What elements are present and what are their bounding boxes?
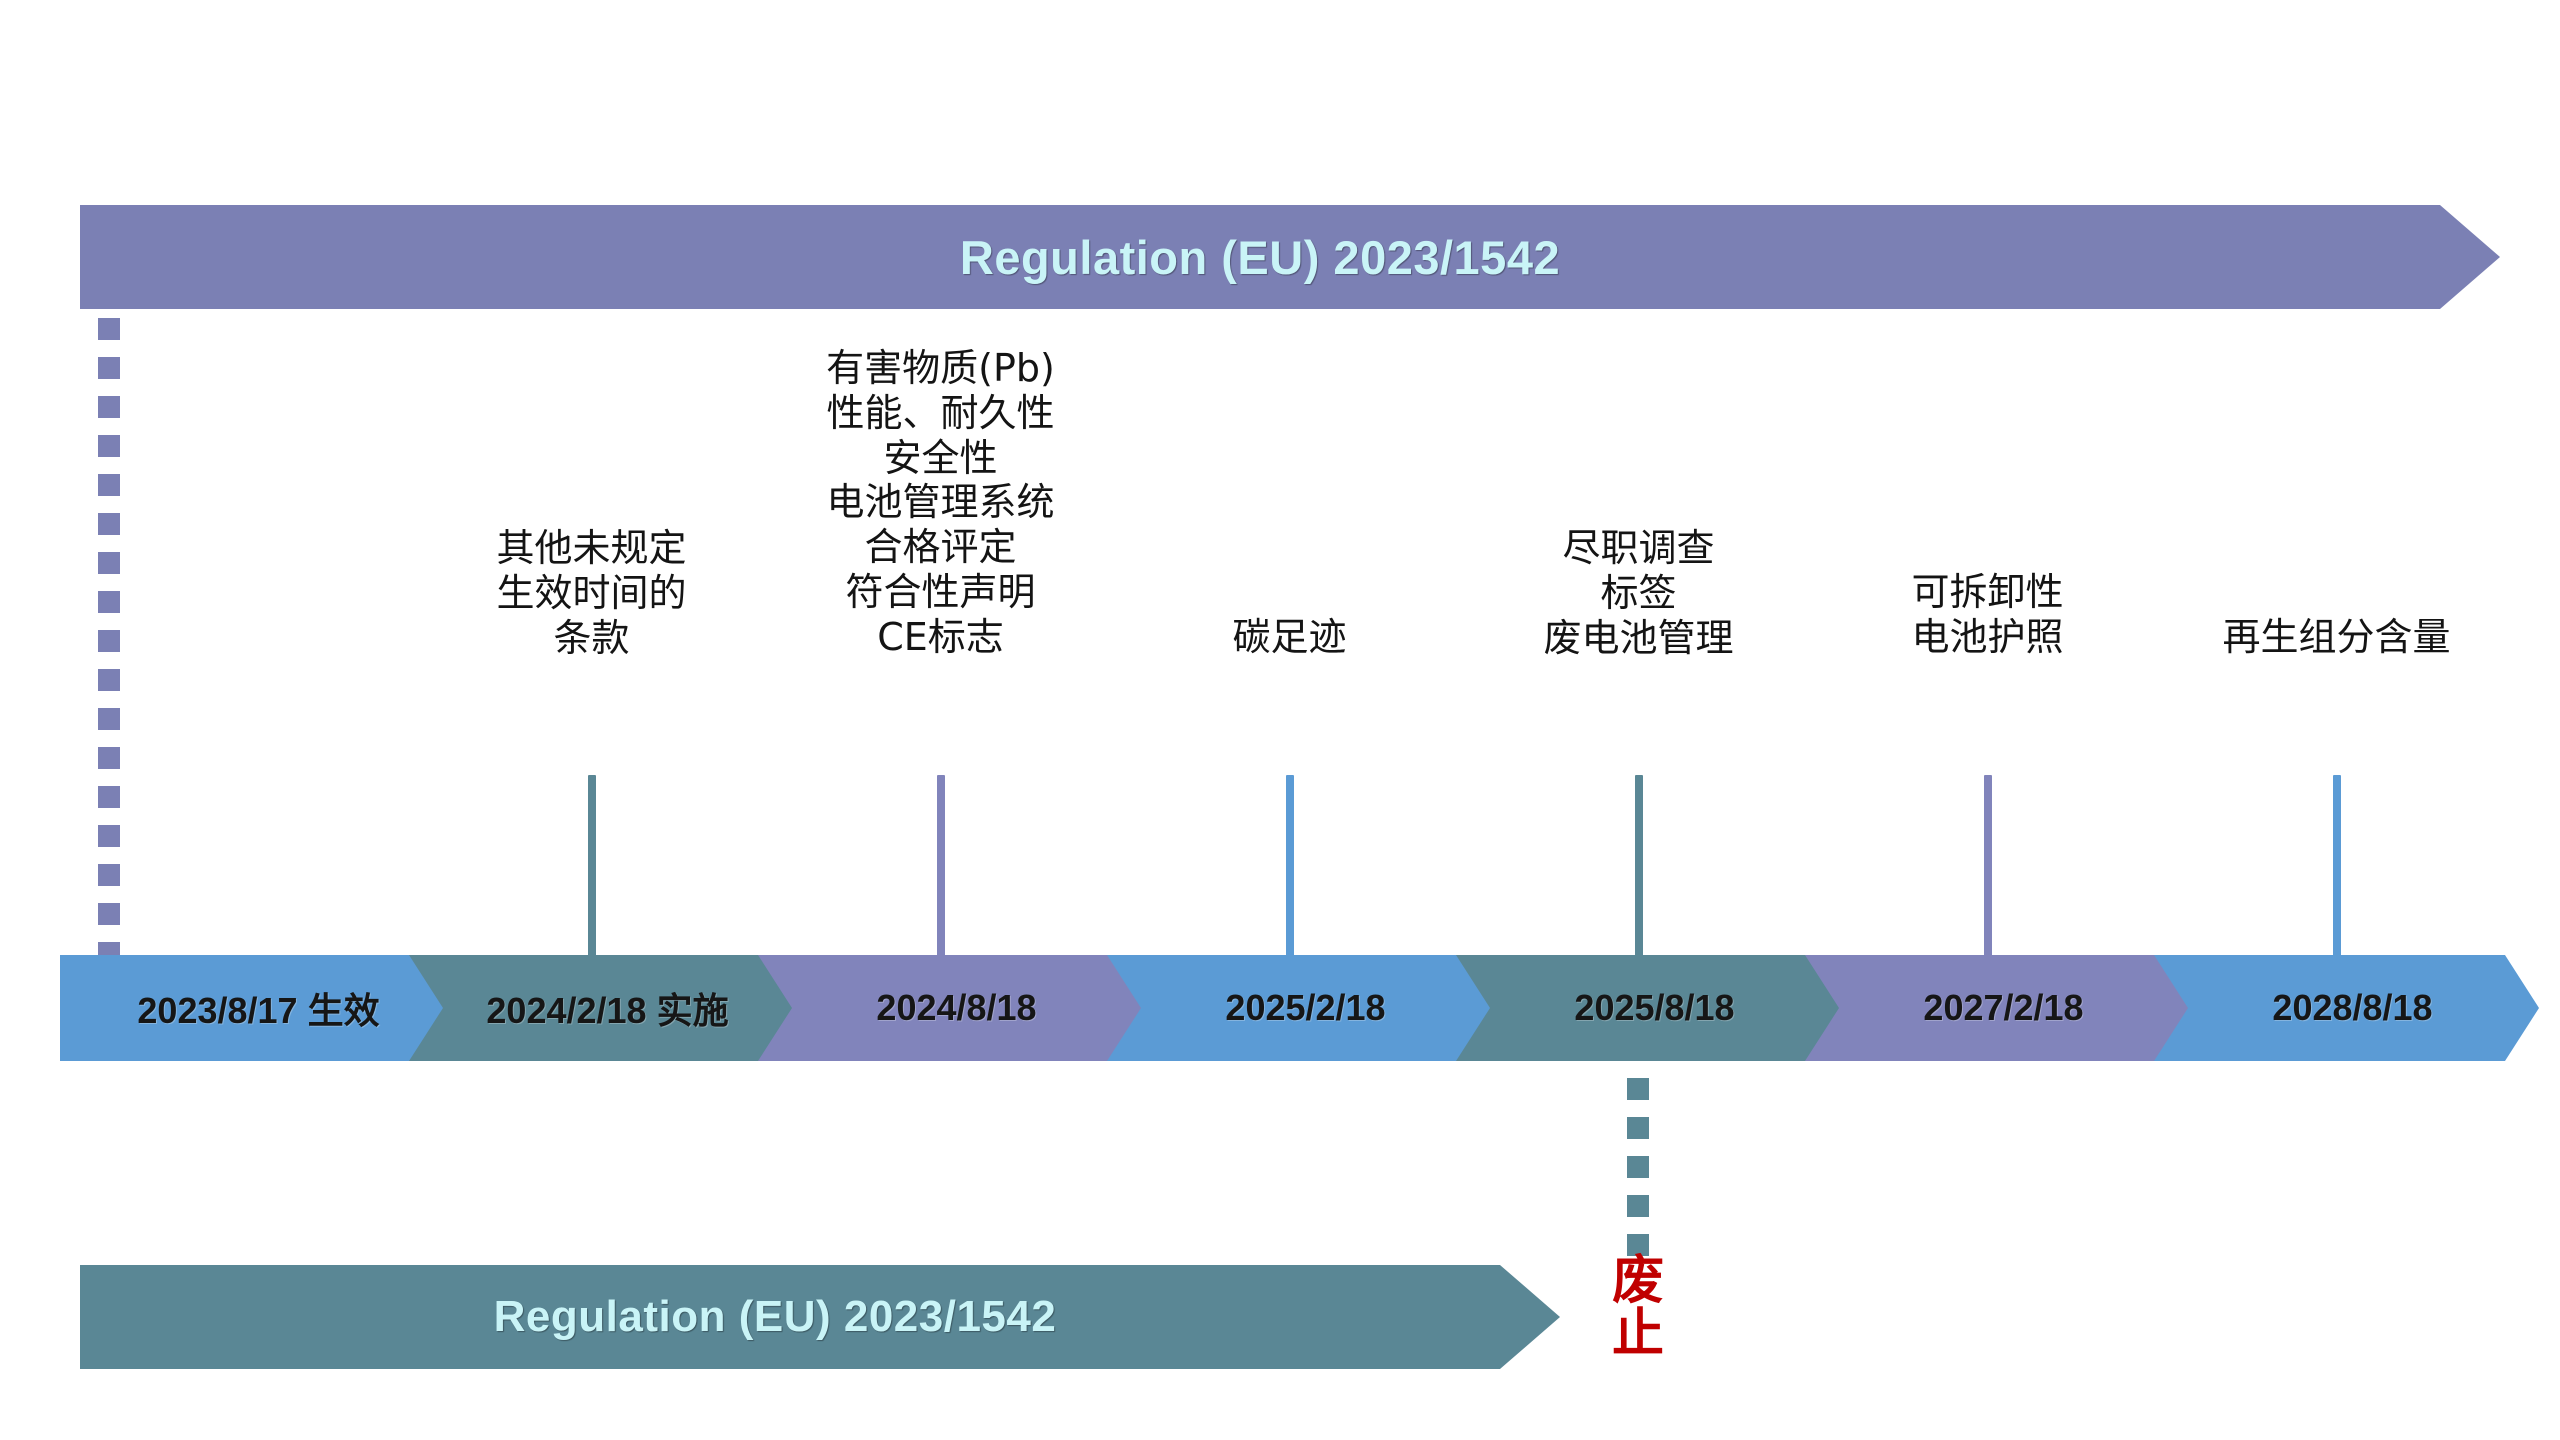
milestone-chevron-2[interactable]: 2024/2/18 实施 xyxy=(409,955,794,1061)
milestone-stem-6 xyxy=(1983,775,1992,961)
milestone-chevron-strip: 2023/8/17 生效 2024/2/18 实施 2024/8/18 2025/2/… xyxy=(60,955,2510,1061)
milestone-label-5: 尽职调查 标签 废电池管理 xyxy=(1543,526,1734,660)
milestone-stem-3 xyxy=(936,775,945,961)
milestone-date-1: 2023/8/17 生效 xyxy=(137,990,380,1031)
milestone-date-4: 2025/2/18 xyxy=(1225,987,1386,1028)
milestone-label-3: 有害物质(Pb) 性能、耐久性 安全性 电池管理系统 合格评定 符合性声明 CE… xyxy=(826,346,1055,659)
milestone-label-4: 碳足迹 xyxy=(1232,615,1347,659)
milestone-label-7: 再生组分含量 xyxy=(2222,615,2451,659)
abolish-char-2: 止 xyxy=(1611,1304,1664,1365)
milestone-stem-4 xyxy=(1285,775,1294,961)
milestone-date-3: 2024/8/18 xyxy=(876,987,1037,1028)
milestone-chevron-5[interactable]: 2025/8/18 xyxy=(1456,955,1841,1061)
bottom-banner-label: Regulation (EU) 2023/1542 xyxy=(493,1292,1057,1341)
top-banner-label: Regulation (EU) 2023/1542 xyxy=(959,230,1561,284)
dotted-connector-left xyxy=(98,318,120,981)
milestone-chevron-6[interactable]: 2027/2/18 xyxy=(1805,955,2190,1061)
milestone-label-6: 可拆卸性 电池护照 xyxy=(1911,570,2064,659)
milestone-chevron-3[interactable]: 2024/8/18 xyxy=(758,955,1143,1061)
milestone-chevron-1[interactable]: 2023/8/17 生效 xyxy=(60,955,445,1061)
top-regulation-banner: Regulation (EU) 2023/1542 xyxy=(80,205,2500,309)
milestone-label-2: 其他未规定 生效时间的 条款 xyxy=(496,526,687,660)
milestone-chevron-7[interactable]: 2028/8/18 xyxy=(2154,955,2539,1061)
milestone-date-6: 2027/2/18 xyxy=(1923,987,2084,1028)
bottom-regulation-banner: Regulation (EU) 2023/1542 xyxy=(80,1265,1560,1369)
abolish-char-1: 废 xyxy=(1611,1251,1664,1311)
milestone-stem-7 xyxy=(2332,775,2341,961)
dotted-connector-abolish xyxy=(1627,1078,1649,1273)
milestone-date-5: 2025/8/18 xyxy=(1574,987,1735,1028)
milestone-stem-2 xyxy=(587,775,596,961)
abolish-annotation: 废 止 xyxy=(1595,1251,1681,1365)
milestone-chevron-4[interactable]: 2025/2/18 xyxy=(1107,955,1492,1061)
milestone-stem-5 xyxy=(1634,775,1643,961)
milestone-date-7: 2028/8/18 xyxy=(2272,987,2433,1028)
milestone-date-2: 2024/2/18 实施 xyxy=(486,990,729,1031)
